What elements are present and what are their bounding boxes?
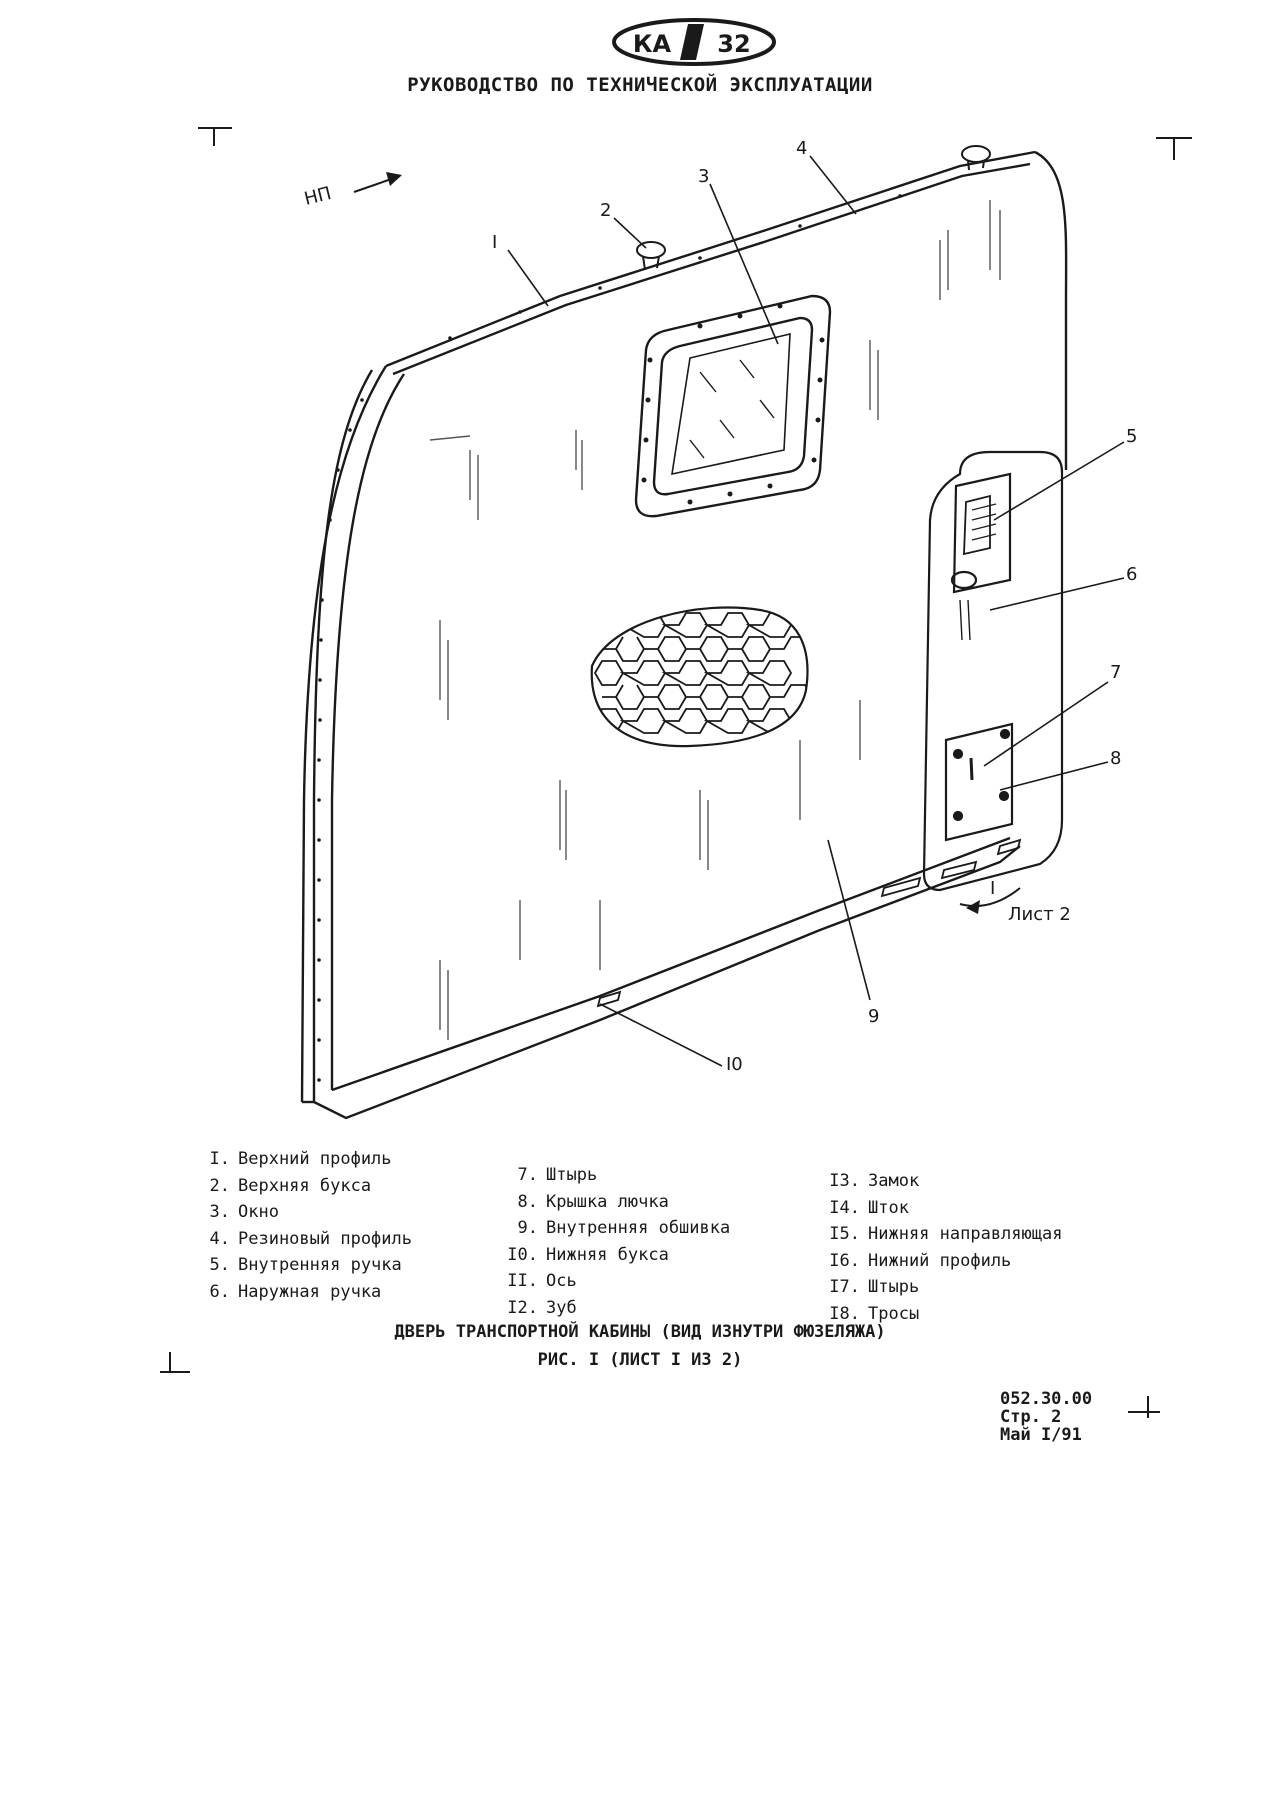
callout-6: 6 <box>1126 564 1137 585</box>
window-rivets <box>641 303 825 505</box>
callout-8: 8 <box>1110 748 1121 769</box>
figure-number: РИС. I (ЛИСТ I ИЗ 2) <box>537 1350 743 1370</box>
sheet-ref-label: Лист 2 <box>1008 904 1071 925</box>
figure-caption: ДВЕРЬ ТРАНСПОРТНОЙ КАБИНЫ (ВИД ИЗНУТРИ Ф… <box>394 1322 886 1342</box>
upper-bushing <box>636 145 991 271</box>
doc-code: 052.30.00 <box>1000 1389 1093 1409</box>
registration-marks <box>160 127 1192 1418</box>
legend-column-1: I.Верхний профиль 2.Верхняя букса 3.Окно… <box>190 1146 412 1305</box>
revision-date: Май I/91 <box>1000 1425 1082 1445</box>
ka32-logo: КА 32 <box>612 18 776 66</box>
callout-3: 3 <box>698 166 709 187</box>
callout-4: 4 <box>796 138 807 159</box>
callout-5: 5 <box>1126 426 1137 447</box>
legend-item: I6.Нижний профиль <box>829 1250 1012 1271</box>
view-label: I <box>990 878 995 899</box>
logo-right-text: 32 <box>717 30 750 58</box>
window <box>634 294 832 518</box>
document-title: РУКОВОДСТВО ПО ТЕХНИЧЕСКОЙ ЭКСПЛУАТАЦИИ <box>407 74 873 96</box>
legend-item: 2.Верхняя букса <box>209 1175 372 1196</box>
callout-9: 9 <box>868 1006 879 1027</box>
bottom-rail-detail <box>596 838 1022 1008</box>
legend-item: 8.Крышка лючка <box>517 1191 669 1212</box>
rivet-row <box>317 194 902 1082</box>
honeycomb-cutaway <box>590 606 809 748</box>
legend-item: I8.Тросы <box>829 1303 920 1324</box>
callout-labels: I 2 3 4 5 6 7 8 9 I0 <box>492 138 1137 1075</box>
leader-lines <box>507 155 1125 1067</box>
legend-item: 7.Штырь <box>517 1165 598 1185</box>
direction-label: НП <box>302 183 333 210</box>
legend-item: I.Верхний профиль <box>209 1149 392 1169</box>
legend-item: I2.Зуб <box>507 1297 577 1318</box>
legend-item: I0.Нижняя букса <box>507 1244 669 1265</box>
callout-2: 2 <box>600 200 611 221</box>
legend-item: I4.Шток <box>829 1197 909 1218</box>
legend-item: II.Ось <box>507 1271 577 1291</box>
logo-left-text: КА <box>633 30 672 58</box>
lock-panel <box>922 450 1064 892</box>
legend-item: I3.Замок <box>829 1171 920 1191</box>
legend-column-3: I3.Замок I4.Шток I5.Нижняя направляющая … <box>820 1168 1062 1327</box>
panel-shading <box>429 200 1001 1040</box>
page-number: Стр. 2 <box>1000 1407 1062 1427</box>
legend-item: 9.Внутренняя обшивка <box>517 1218 731 1238</box>
page-footer: 052.30.00 Стр. 2 Май I/91 <box>1000 1390 1092 1444</box>
legend-column-2: 7.Штырь 8.Крышка лючка 9.Внутренняя обши… <box>498 1162 730 1321</box>
legend-item: I5.Нижняя направляющая <box>829 1224 1063 1244</box>
callout-7: 7 <box>1110 662 1121 683</box>
callout-10: I0 <box>726 1054 743 1075</box>
legend-item: I7.Штырь <box>829 1277 920 1297</box>
legend-item: 4.Резиновый профиль <box>209 1228 412 1249</box>
legend-item: 5.Внутренняя ручка <box>209 1255 402 1275</box>
callout-1: I <box>492 232 497 253</box>
door-panel <box>300 150 1068 1120</box>
legend-item: 3.Окно <box>209 1202 279 1222</box>
view-arrow: I Лист 2 <box>959 878 1071 925</box>
legend-item: 6.Наружная ручка <box>209 1281 382 1302</box>
direction-arrow: НП <box>302 172 402 210</box>
